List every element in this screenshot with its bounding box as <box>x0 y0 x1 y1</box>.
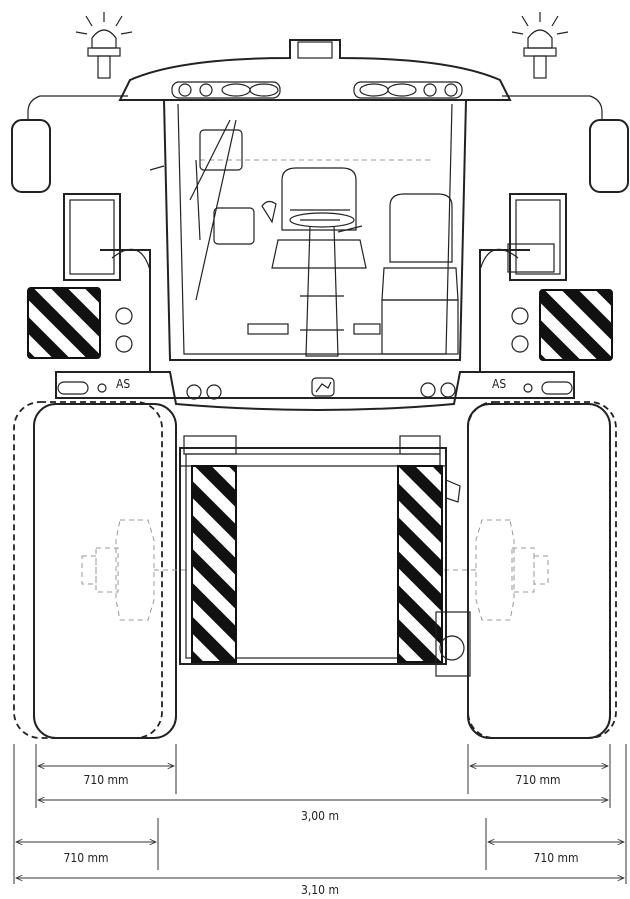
tyre-left <box>13 401 177 739</box>
hub-left <box>81 519 190 621</box>
hazard-stripe-plate-rear-left <box>191 465 237 663</box>
passenger-seat <box>381 193 459 355</box>
front-bumper <box>55 371 575 411</box>
dim-label-inner-left: 710 mm <box>83 773 128 787</box>
mirror-left <box>11 95 128 193</box>
reflectors <box>115 307 529 353</box>
center-tank <box>179 435 471 677</box>
deer-logo-icon <box>311 377 335 397</box>
dim-label-width-inner: 3,00 m <box>301 809 339 823</box>
dimension-lines <box>13 744 627 884</box>
dim-label-outer-right: 710 mm <box>533 851 578 865</box>
hub-right <box>440 519 549 621</box>
beacon-light-icon-left <box>75 12 133 79</box>
cab-roof <box>118 39 512 101</box>
as-mark-left: AS <box>116 377 130 391</box>
as-mark-right: AS <box>492 377 506 391</box>
hazard-stripe-plate-rear-right <box>397 465 443 663</box>
tyre-right <box>467 401 617 739</box>
steering-column <box>289 212 355 357</box>
cab <box>163 99 467 361</box>
dim-label-outer-left: 710 mm <box>63 851 108 865</box>
work-light-bar-left <box>171 81 281 99</box>
beacon-light-icon-right <box>511 12 569 79</box>
hazard-stripe-plate-left <box>27 287 101 359</box>
work-light-bar-right <box>353 81 463 99</box>
dim-label-width-outer: 3,10 m <box>301 883 339 897</box>
hazard-stripe-plate-right <box>539 289 613 361</box>
mirror-right <box>502 95 629 193</box>
driver-seat <box>271 167 367 269</box>
dim-label-inner-right: 710 mm <box>515 773 560 787</box>
